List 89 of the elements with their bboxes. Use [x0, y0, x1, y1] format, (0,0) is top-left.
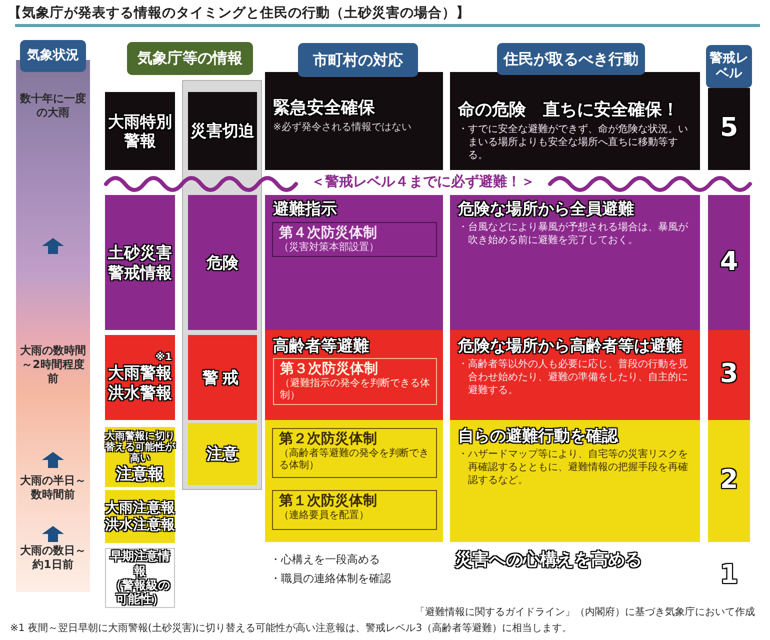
response-panel — [265, 330, 443, 420]
action-panel — [450, 195, 700, 330]
system-box — [272, 428, 437, 478]
column-header: 住民が取るべき行動 — [504, 50, 638, 68]
action-panel — [450, 330, 700, 420]
warning-name: 大雨警報 — [108, 363, 172, 382]
diagram-title: 【気象庁が発表する情報のタイミングと住民の行動（土砂災害の場合）】 — [8, 4, 470, 22]
level-number: 4 — [720, 246, 738, 278]
risk-level-box — [188, 195, 257, 330]
evacuation-info-title: 避難指示 — [273, 199, 338, 218]
action-title: 災害への心構えを高める — [455, 550, 642, 570]
system-description: （災害対策本部設置） — [279, 242, 380, 254]
level-box — [708, 88, 750, 170]
column-header: 気象状況 — [27, 48, 79, 64]
level-box — [708, 195, 750, 330]
level-number: 2 — [720, 465, 738, 497]
action-description: ・ハザードマップ等により、自宅等の災害リスクを再確認するとともに、避難情報の把握手段を再確認するなど。 — [458, 448, 689, 488]
risk-level-name: 危険 — [206, 252, 238, 272]
warning-name: 注意報 — [116, 464, 164, 484]
action-description: ・すでに安全な避難ができず、命が危険な状況。いまいる場所よりも安全な場所へ直ちに移動等する。 — [458, 123, 689, 162]
risk-level-box — [188, 423, 257, 485]
warning-name: 早期注意情報 — [108, 549, 172, 578]
warning-name: 洪水警報 — [108, 382, 172, 402]
action-description: ・台風などにより暴風が予想される場合は、暴風が吹き始める前に避難を完了しておく。 — [458, 221, 689, 248]
bullet-text: ・心構えを一段高める — [270, 553, 380, 566]
action-panel — [450, 72, 700, 170]
warning-box — [105, 195, 175, 330]
action-title: 自らの避難行動を確認 — [458, 426, 620, 446]
response-panel — [265, 72, 443, 170]
level-box — [708, 420, 750, 542]
system-box — [272, 490, 437, 530]
warning-box — [105, 548, 175, 608]
timing-text: 大雨の数日～約1日前 — [19, 544, 87, 572]
response-panel — [265, 195, 443, 330]
warning-name: 土砂災害警戒情報 — [107, 243, 173, 282]
system-level-title: 第２次防災体制 — [279, 431, 378, 448]
system-box — [273, 358, 437, 405]
column-header: 市町村の対応 — [313, 52, 403, 68]
risk-level-name: 警戒 — [202, 368, 242, 388]
action-title: 命の危険 直ちに安全確保！ — [458, 100, 680, 120]
system-description: （高齢者等避難の発令を判断できる体制） — [279, 448, 430, 472]
warning-description: （警報級の可能性） — [109, 578, 172, 607]
level-box — [708, 330, 750, 420]
footnote-text: ※1 夜間～翌日早朝に大雨警報(土砂災害)に切り替える可能性が高い注意報は、警戒レベル3（高齢者等避難）に相当します。 — [10, 623, 572, 634]
footnote-mark: ※1 — [155, 353, 172, 364]
column-header-tab — [497, 43, 645, 75]
action-panel — [450, 420, 700, 542]
column-header: 気象庁等の情報 — [138, 50, 242, 67]
system-description: （避難指示の発令を判断できる体制） — [280, 378, 430, 402]
column-band — [182, 80, 262, 490]
note-text: ※必ず発令される情報ではない — [273, 121, 412, 134]
risk-level-name: 注意 — [206, 444, 238, 464]
column-header-tab — [298, 43, 418, 77]
action-description: ・高齢者等以外の人も必要に応じ、普段の行動を見合わせ始めたり、避難の準備をしたり、自主的に避難する。 — [458, 358, 689, 398]
timing-text: 数十年に一度の大雨 — [18, 92, 87, 120]
response-panel — [265, 420, 443, 542]
risk-level-box — [188, 335, 257, 420]
warning-name: 洪水注意報 — [105, 516, 175, 534]
level-number: 5 — [720, 113, 738, 145]
source-note: 「避難情報に関するガイドライン」（内閣府）に基づき気象庁において作成 — [415, 607, 755, 618]
column-header-tab — [706, 45, 752, 88]
evacuation-info-title: 緊急安全確保 — [273, 98, 376, 118]
column-header-tab — [20, 40, 86, 72]
risk-level-box — [188, 92, 257, 170]
warning-box — [105, 427, 175, 487]
column-header: 警戒レベル — [708, 52, 750, 81]
action-title: 危険な場所から高齢者等は避難 — [458, 336, 683, 356]
warning-box — [105, 335, 175, 420]
timeline-band — [16, 60, 90, 592]
risk-level-name: 災害切迫 — [190, 121, 254, 141]
warning-box — [105, 92, 175, 170]
system-level-title: 第３次防災体制 — [280, 361, 379, 378]
column-header-tab — [127, 42, 253, 75]
action-title: 危険な場所から全員避難 — [458, 199, 635, 218]
level-number: 3 — [720, 359, 738, 391]
system-box — [272, 222, 437, 257]
bullet-text: ・職員の連絡体制を確認 — [270, 572, 391, 586]
system-level-title: 第４次防災体制 — [279, 225, 378, 242]
system-level-title: 第１次防災体制 — [279, 493, 378, 510]
banner-text: ＜警戒レベル４までに必ず避難！＞ — [311, 174, 535, 191]
warning-name: 大雨注意報 — [105, 500, 175, 516]
timing-text: 大雨の半日～数時間前 — [19, 474, 87, 502]
level-number: 1 — [720, 560, 738, 592]
warning-name: 大雨特別警報 — [107, 112, 173, 150]
system-description: （連絡要員を配置） — [279, 510, 370, 522]
timing-text: 大雨の数時間～2時間程度前 — [19, 344, 87, 386]
evacuation-info-title: 高齢者等避難 — [273, 336, 370, 356]
warning-box — [105, 490, 175, 543]
warning-description: 大雨警報に切り替える可能性が高い — [105, 430, 175, 464]
